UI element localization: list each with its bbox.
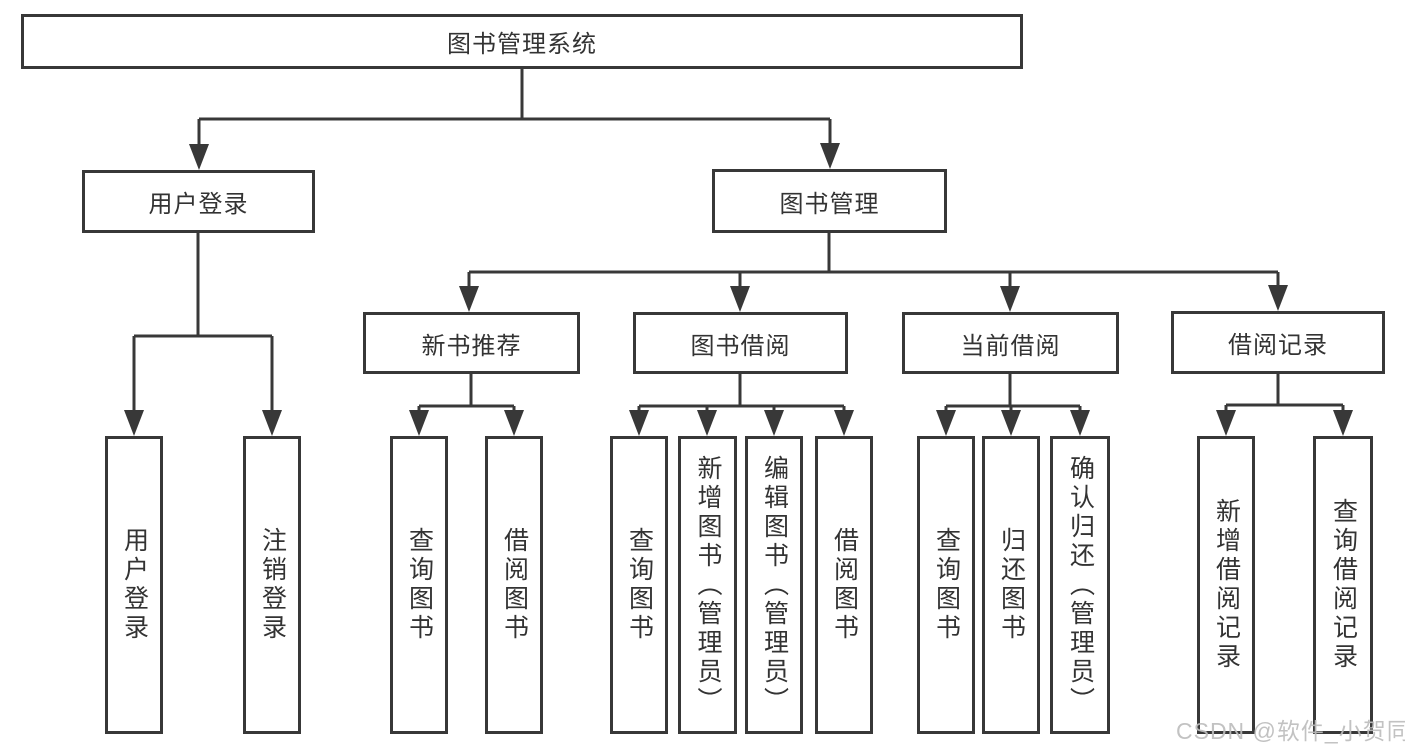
node-label: 新增图书（管理员） [694,454,722,716]
leaf-add-borrow-record: 新增借阅记录 [1197,436,1255,734]
node-label: 借阅记录 [1228,332,1328,359]
node-current-borrowing: 当前借阅 [902,312,1119,374]
leaf-query-books-borrowing: 查询图书 [610,436,668,734]
leaf-borrow-books-borrowing: 借阅图书 [815,436,873,734]
connector-arrowheads [124,143,1353,436]
node-label: 查询借阅记录 [1329,498,1358,672]
node-label: 当前借阅 [960,332,1061,360]
connector-stems [132,69,1345,415]
csdn-watermark: CSDN @软件_小贺同学 [1176,718,1405,744]
node-label: 借阅图书 [500,527,529,643]
leaf-confirm-return-admin: 确认归还（管理员） [1050,436,1110,734]
leaf-user-login: 用户登录 [105,436,163,734]
leaf-logout: 注销登录 [243,436,301,734]
node-user-login: 用户登录 [82,170,315,233]
node-library-management-system: 图书管理系统 [21,14,1023,69]
leaf-query-borrow-record: 查询借阅记录 [1313,436,1373,734]
node-label: 确认归还（管理员） [1066,454,1095,716]
node-new-book-recommendation: 新书推荐 [363,312,580,374]
node-label: 归还图书 [997,527,1026,643]
node-label: 注销登录 [258,527,287,643]
node-label: 用户登录 [120,527,149,643]
leaf-query-books-recommend: 查询图书 [390,436,448,734]
node-label: 用户登录 [148,191,249,218]
node-label: 新书推荐 [421,332,522,360]
leaf-query-books-current: 查询图书 [917,436,975,734]
leaf-borrow-books-recommend: 借阅图书 [485,436,543,734]
node-label: 新增借阅记录 [1212,498,1241,672]
node-label: 编辑图书（管理员） [760,454,789,716]
node-borrowing-records: 借阅记录 [1171,311,1385,374]
leaf-return-books: 归还图书 [982,436,1040,734]
node-book-borrowing: 图书借阅 [633,312,848,374]
node-label: 图书管理系统 [447,31,597,58]
node-book-management: 图书管理 [712,169,947,233]
node-label: 图书借阅 [690,332,791,360]
leaf-edit-book-admin: 编辑图书（管理员） [745,436,803,734]
node-label: 查询图书 [405,527,434,643]
node-label: 查询图书 [932,527,961,643]
node-label: 查询图书 [625,527,654,643]
node-label: 图书管理 [779,190,880,218]
leaf-add-book-admin: 新增图书（管理员） [678,436,737,734]
node-label: 借阅图书 [830,527,859,643]
